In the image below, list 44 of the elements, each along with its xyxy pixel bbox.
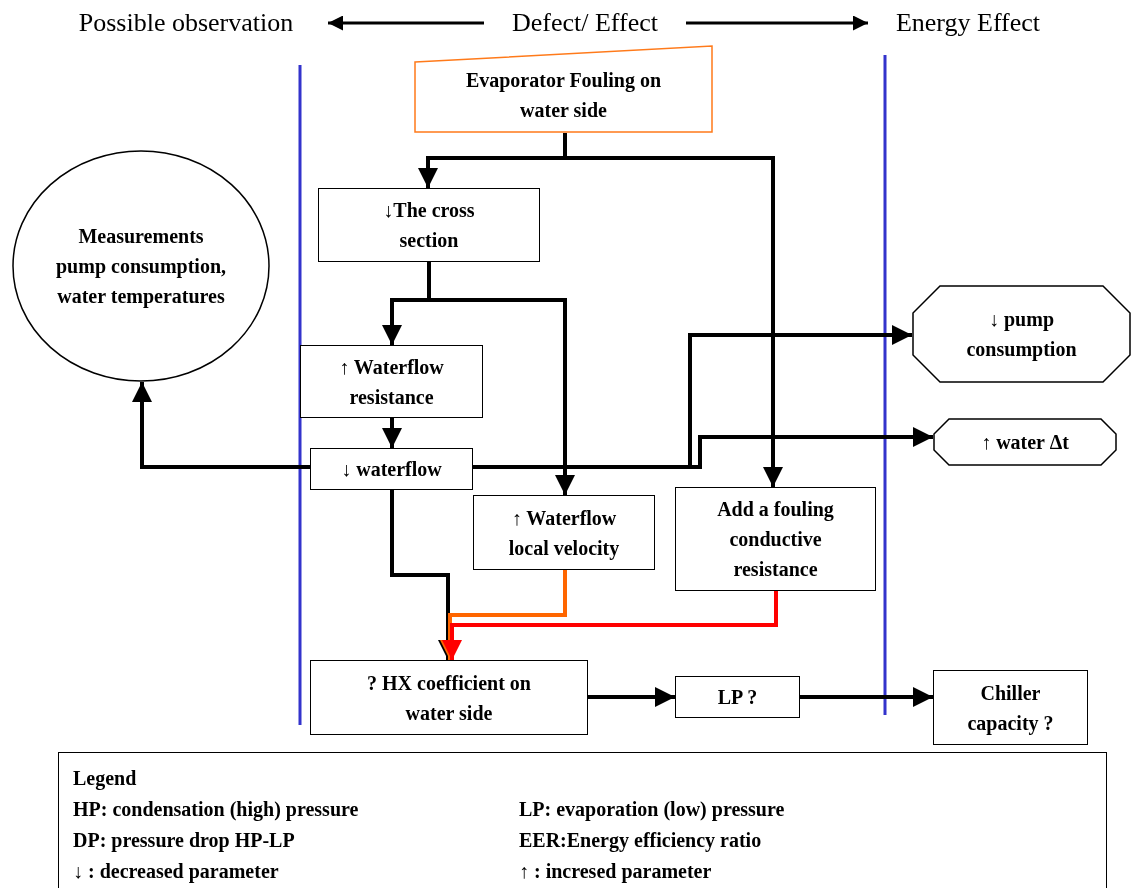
process-box (310, 448, 473, 490)
process-box (675, 487, 876, 591)
arrow (686, 15, 868, 31)
process-box (318, 188, 540, 262)
arrow (800, 687, 933, 707)
arrow (328, 15, 484, 31)
arrow (442, 591, 778, 660)
legend-entry: ↑ : incresed parameter (519, 860, 712, 882)
energy-effect-octagon (912, 285, 1131, 383)
arrow (563, 133, 783, 487)
node-text: LP ? (716, 685, 759, 710)
legend-entry: HP: condensation (high) pressure (73, 798, 359, 820)
node-text: Measurements pump consumption, water temperatures (54, 224, 228, 310)
process-box (310, 660, 588, 735)
node-text: ↑ water Δt (980, 430, 1070, 455)
arrow (132, 382, 310, 469)
process-box (300, 345, 483, 418)
heading-text: Energy Effect (876, 4, 1060, 42)
process-box (473, 495, 655, 570)
energy-effect-octagon (933, 418, 1117, 466)
legend-entry: ↓ : decreased parameter (73, 860, 279, 882)
arrow (382, 418, 402, 448)
heading-text: Defect/ Effect (492, 4, 678, 42)
node-text: ↓The cross section (382, 198, 476, 253)
node-text: Add a fouling conductive resistance (716, 497, 835, 582)
heading-text: Possible observation (52, 4, 320, 42)
arrow (588, 687, 675, 707)
node-text: ↓ pump consumption (965, 307, 1078, 363)
defect-text: Evaporator Fouling on water side (464, 68, 663, 123)
process-box (675, 676, 800, 718)
arrow (473, 427, 933, 469)
node-text: Chiller capacity ? (966, 680, 1055, 737)
process-box (933, 670, 1088, 745)
defect-box (414, 45, 713, 133)
node-text: ↓ waterflow (340, 457, 443, 482)
observation-ellipse (12, 150, 270, 382)
legend-entry: DP: pressure drop HP-LP (73, 829, 295, 851)
legend-entry: LP: evaporation (low) pressure (519, 798, 785, 820)
arrow (440, 570, 567, 660)
node-text: ↑ Waterflow resistance (338, 354, 445, 410)
node-text: ? HX coefficient on water side (366, 670, 532, 726)
node-text: ↑ Waterflow local velocity (507, 505, 621, 562)
legend-title: Legend (73, 767, 137, 789)
legend-entry: EER:Energy efficiency ratio (519, 829, 762, 851)
